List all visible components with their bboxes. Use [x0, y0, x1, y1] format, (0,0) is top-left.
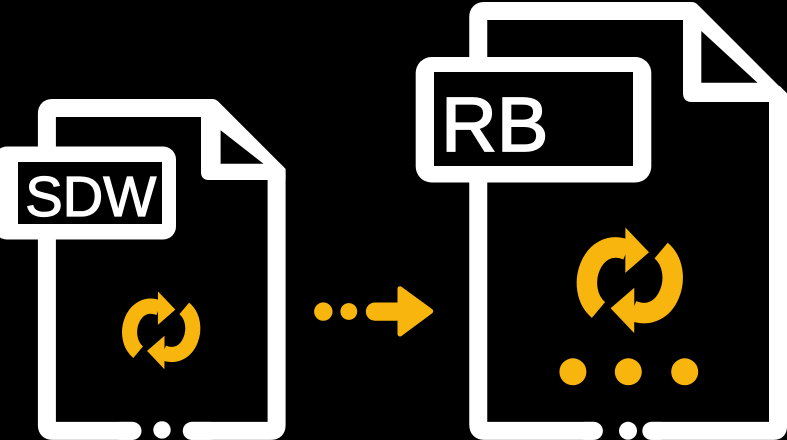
- svg-text:RB: RB: [441, 82, 548, 168]
- svg-text:SDW: SDW: [25, 165, 156, 228]
